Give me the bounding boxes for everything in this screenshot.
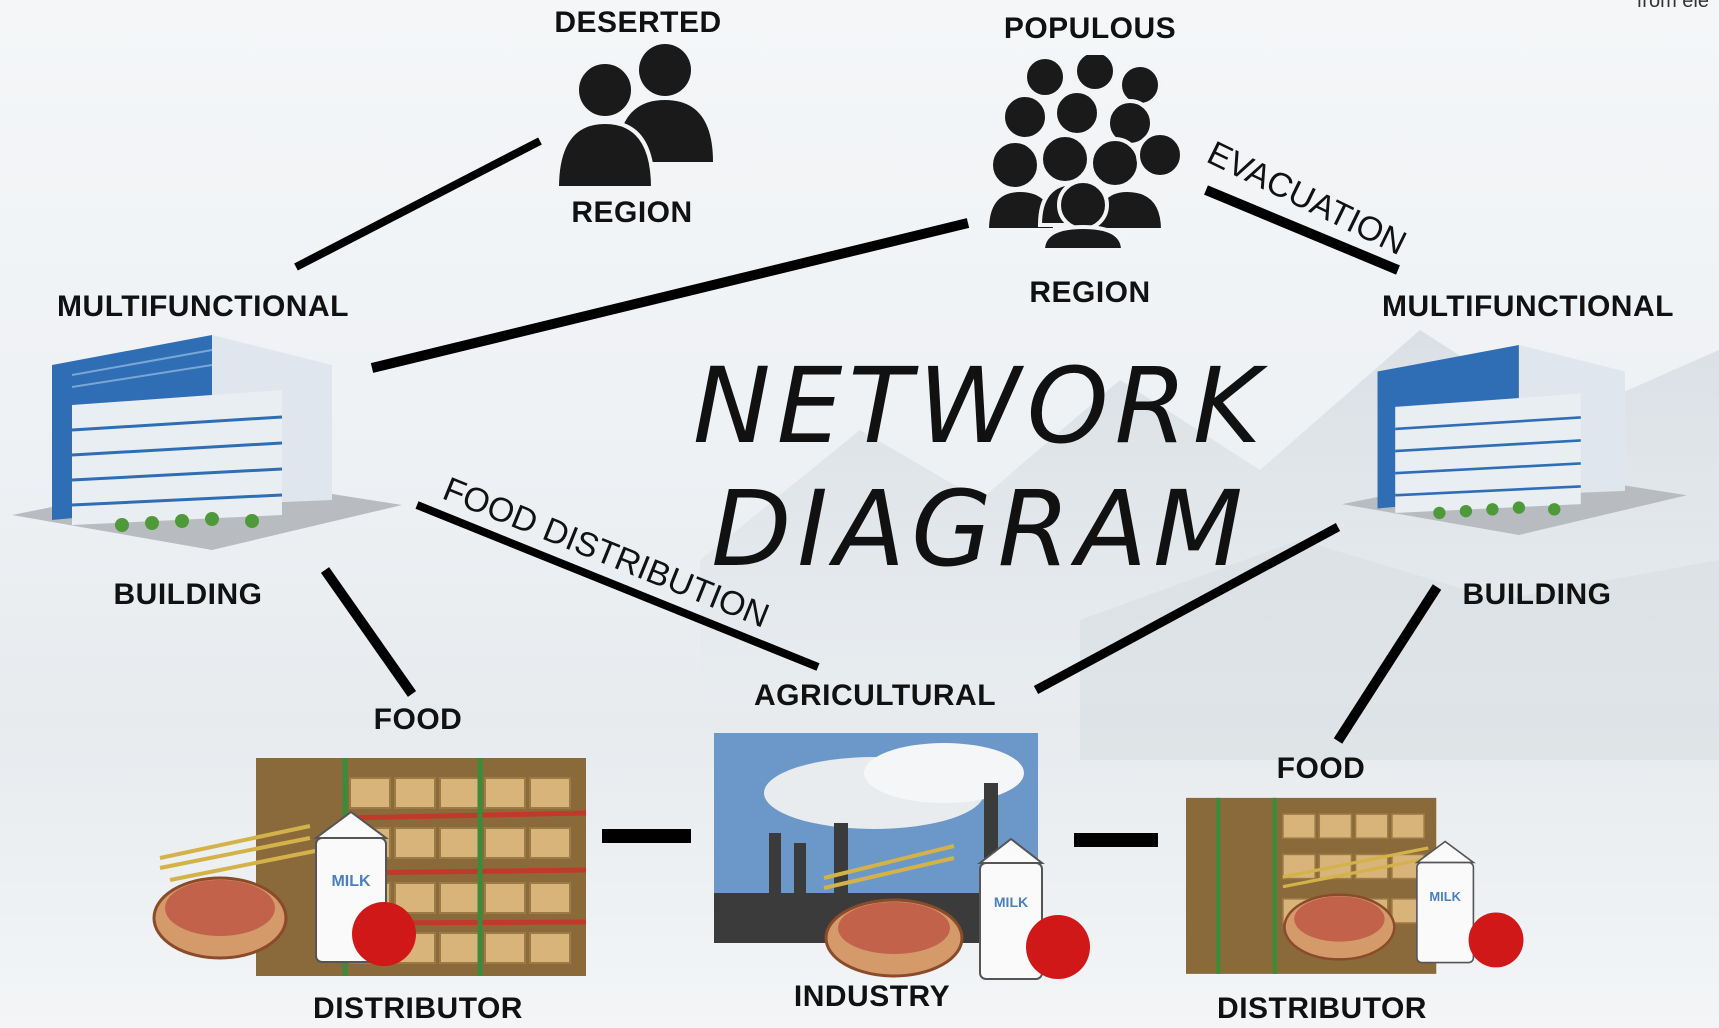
office-building-icon bbox=[12, 335, 402, 550]
svg-text:MILK: MILK bbox=[994, 894, 1028, 910]
industry-bottom-label: INDUSTRY bbox=[793, 980, 951, 1013]
building-right-bottom-label: BUILDING bbox=[1462, 578, 1612, 611]
title-line-1: NETWORK bbox=[692, 345, 1268, 467]
industry-top-label: AGRICULTURAL bbox=[753, 679, 997, 712]
title-line-2: DIAGRAM bbox=[711, 468, 1249, 590]
deserted-region-bottom-label: REGION bbox=[571, 196, 693, 229]
crowd-icon bbox=[985, 55, 1184, 250]
edge-populous-building-left bbox=[370, 218, 970, 373]
populous-region-top-label: POPULOUS bbox=[1003, 12, 1177, 45]
edge-building-right-industry bbox=[1033, 523, 1341, 694]
two-people-icon bbox=[555, 44, 713, 190]
factory-food-icon: MILK bbox=[714, 733, 1090, 980]
deserted-region-top-label: DESERTED bbox=[554, 6, 722, 39]
edges bbox=[294, 137, 1442, 847]
edge-evacuation bbox=[1204, 185, 1400, 275]
edge-food-distribution bbox=[415, 501, 820, 671]
warehouse-food-icon: MILK bbox=[1186, 797, 1524, 974]
populous-region-bottom-label: REGION bbox=[1029, 276, 1151, 309]
edge-building-right-distributor bbox=[1333, 584, 1442, 744]
building-right-top-label: MULTIFUNCTIONAL bbox=[1382, 290, 1674, 323]
distributor-right-bottom-label: DISTRIBUTOR bbox=[1217, 992, 1427, 1025]
distributor-left-top-label: FOOD bbox=[373, 703, 463, 736]
svg-text:MILK: MILK bbox=[331, 873, 371, 890]
warehouse-food-icon: MILK bbox=[152, 758, 586, 976]
svg-text:MILK: MILK bbox=[1429, 889, 1461, 904]
corner-text: from ele bbox=[1636, 0, 1709, 12]
building-left-top-label: MULTIFUNCTIONAL bbox=[57, 290, 349, 323]
office-building-icon bbox=[1342, 345, 1687, 535]
distributor-left-bottom-label: DISTRIBUTOR bbox=[313, 992, 523, 1025]
distributor-right-top-label: FOOD bbox=[1276, 752, 1366, 785]
building-left-bottom-label: BUILDING bbox=[113, 578, 263, 611]
edge-deserted-building-left bbox=[294, 137, 542, 271]
edge-building-left-distributor bbox=[320, 567, 417, 697]
